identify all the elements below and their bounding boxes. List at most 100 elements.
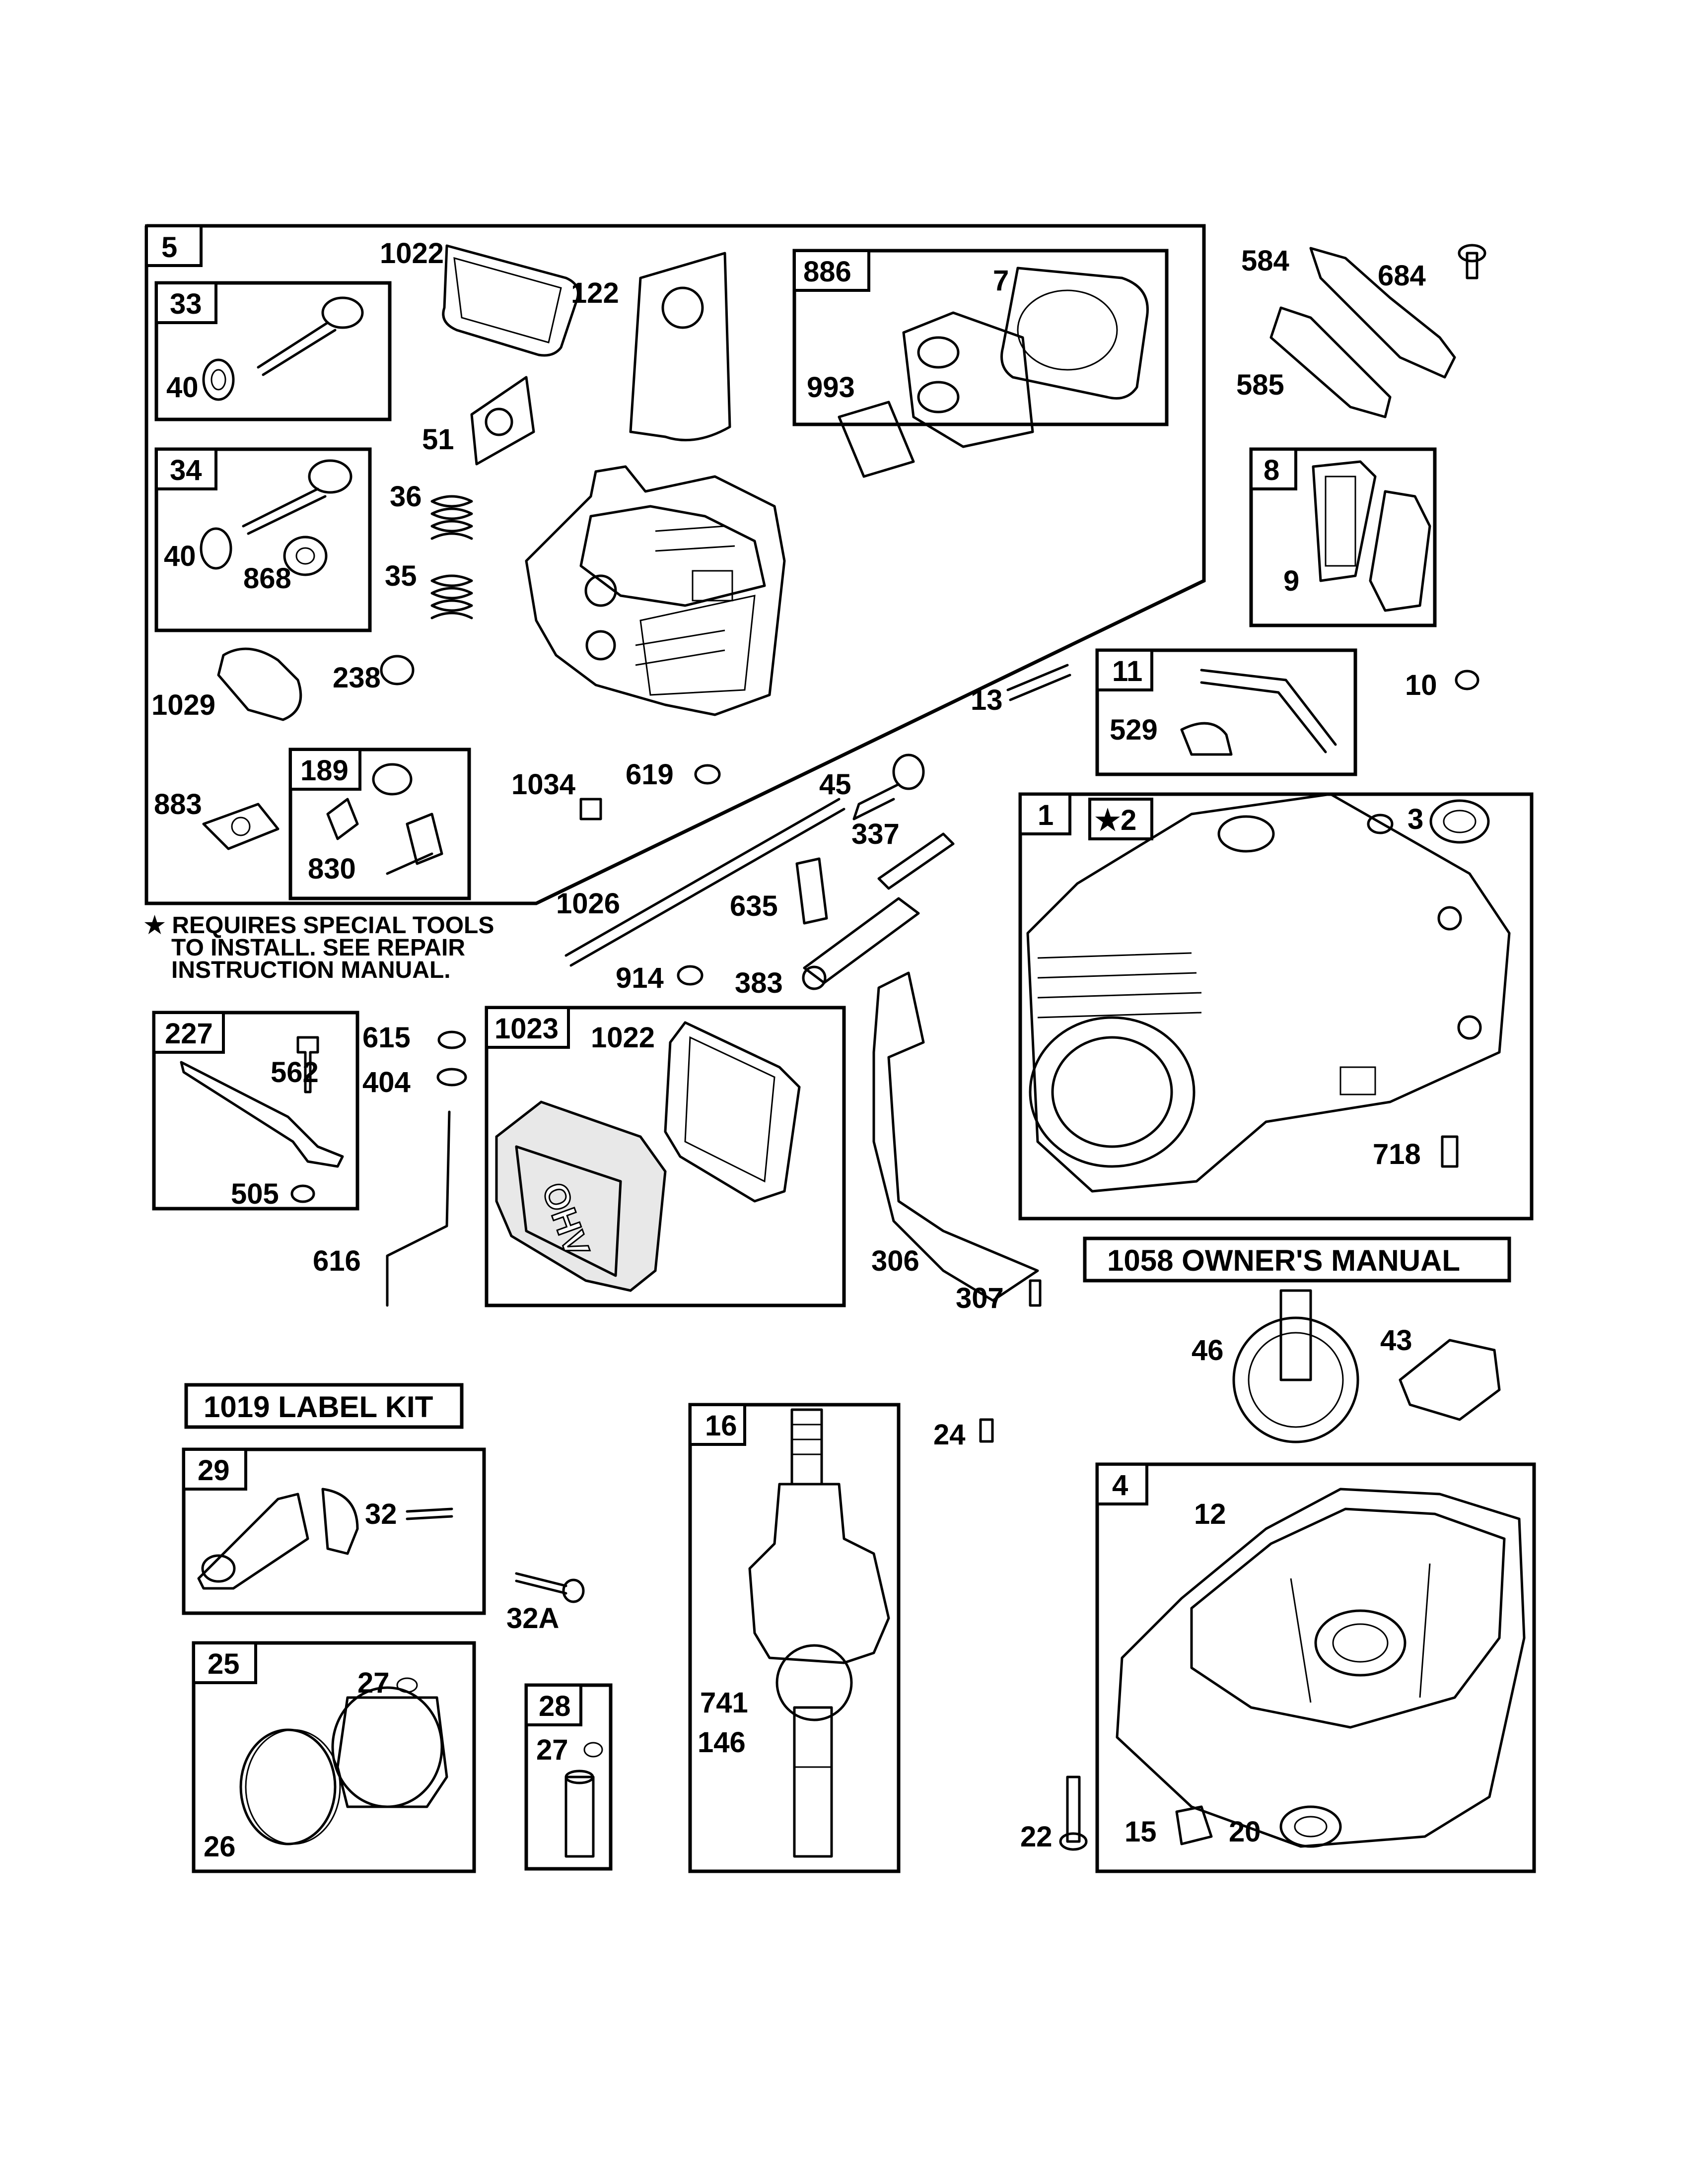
spark-plug-337: [877, 832, 955, 890]
part-label-15: 15: [1125, 1816, 1157, 1848]
part-label-615: 615: [362, 1022, 411, 1054]
part-label-562: 562: [271, 1056, 319, 1089]
pin-718: [1441, 1135, 1459, 1168]
push-rod-1026: [564, 798, 845, 967]
plug-238: [380, 655, 415, 685]
part-label-684: 684: [1378, 260, 1426, 292]
part-label-51: 51: [422, 423, 454, 456]
screw-619: [694, 764, 721, 785]
box-label-29: 29: [198, 1454, 230, 1487]
label-kit-label: 1019 LABEL KIT: [204, 1390, 433, 1424]
group-29-connecting-rod: 29: [182, 1447, 486, 1615]
box-label-16: 16: [705, 1410, 737, 1442]
part-label-529: 529: [1110, 714, 1158, 746]
key-24: [979, 1418, 994, 1443]
group-1-cylinder-block: 1 ★2: [1018, 792, 1534, 1221]
part-label-307: 307: [956, 1282, 1004, 1314]
part-label-993: 993: [807, 371, 855, 404]
group-4-sump: 4: [1095, 1462, 1536, 1873]
note-line-2: TO INSTALL. SEE REPAIR: [171, 935, 465, 961]
cylinder-block: [1026, 793, 1511, 1193]
part-label-26: 26: [204, 1831, 236, 1863]
valve-cover: OHV: [495, 1100, 667, 1292]
part-label-122: 122: [571, 277, 619, 309]
fitting-635: [795, 857, 828, 925]
part-label-27: 27: [357, 1667, 390, 1699]
part-label-46: 46: [1192, 1334, 1224, 1366]
group-5-cylinder-head: 5 33 40 34 40 868 1022: [144, 224, 1206, 905]
box-label-star-2: ★2: [1095, 804, 1136, 836]
part-label-741: 741: [700, 1687, 748, 1719]
part-label-146: 146: [698, 1726, 746, 1759]
box-label-886: 886: [803, 256, 851, 288]
box-label-189: 189: [300, 754, 349, 787]
part-label-7: 7: [993, 265, 1009, 297]
part-label-868: 868: [243, 562, 291, 595]
governor-43: [1399, 1339, 1501, 1421]
cylinder-head: [525, 465, 786, 716]
valve-keeper-2: [200, 527, 232, 570]
box-label-8: 8: [1264, 454, 1279, 486]
label-kit-callout: 1019 LABEL KIT: [184, 1383, 464, 1429]
part-label-27: 27: [536, 1734, 568, 1766]
screw-914: [677, 965, 703, 986]
group-8-breather: 8: [1249, 447, 1437, 627]
crankshaft: [748, 1408, 890, 1858]
box-label-227: 227: [165, 1018, 213, 1050]
seal-20: [1279, 1805, 1342, 1848]
cam-gear-46: [1232, 1289, 1359, 1443]
part-label-32: 32: [365, 1498, 397, 1530]
part-label-1029: 1029: [151, 689, 215, 721]
part-label-1034: 1034: [511, 768, 575, 801]
group-16-crankshaft: 16: [688, 1403, 901, 1873]
gasket-1022-b: [664, 1021, 801, 1203]
part-label-13: 13: [971, 684, 1003, 716]
part-label-1022: 1022: [380, 237, 444, 270]
group-25-piston: 25: [192, 1641, 476, 1873]
part-label-36: 36: [390, 480, 422, 513]
oil-seal-3: [1429, 799, 1490, 844]
valve-keeper: [202, 358, 235, 401]
part-label-1026: 1026: [556, 887, 620, 920]
gasket-883: [202, 803, 280, 850]
owners-manual-label: 1058 OWNER'S MANUAL: [1107, 1244, 1460, 1277]
air-guide-306: [872, 971, 1039, 1302]
part-label-337: 337: [851, 818, 900, 850]
part-label-12: 12: [1194, 1498, 1226, 1530]
part-label-45: 45: [819, 768, 851, 801]
washer-404: [436, 1068, 467, 1087]
part-label-238: 238: [333, 662, 381, 694]
part-label-35: 35: [385, 560, 417, 592]
bolt-13: [1006, 664, 1071, 701]
screw-32: [406, 1507, 453, 1520]
part-label-914: 914: [616, 962, 664, 994]
part-label-383: 383: [735, 967, 783, 999]
part-label-32a: 32A: [506, 1602, 559, 1635]
intake-gasket: [629, 252, 731, 442]
valve-spring-35: [430, 574, 473, 619]
clip-1034: [579, 798, 602, 820]
valve-rotator: [283, 536, 328, 576]
rocker-shaft-383: [802, 897, 920, 990]
box-label-1023: 1023: [494, 1013, 559, 1045]
part-label-306: 306: [871, 1245, 919, 1277]
bolt-22: [1066, 1775, 1081, 1843]
box-label-28: 28: [539, 1690, 571, 1722]
box-label-33: 33: [170, 288, 202, 320]
valve-cover-gasket: [442, 244, 579, 357]
fitting-189: [326, 763, 443, 875]
part-label-616: 616: [313, 1245, 361, 1277]
breather-gaskets: [1269, 244, 1486, 418]
part-label-40: 40: [166, 371, 199, 404]
intake-valve: [257, 296, 364, 376]
special-tools-note: ★ REQUIRES SPECIAL TOOLS TO INSTALL. SEE…: [144, 912, 494, 983]
box-label-11: 11: [1112, 655, 1142, 687]
screw-10: [1455, 670, 1479, 690]
part-label-22: 22: [1020, 1821, 1053, 1853]
group-11-breather-tube: 11: [1095, 648, 1357, 776]
screw-32a: [515, 1572, 567, 1595]
exhaust-gasket: [470, 376, 535, 466]
part-label-883: 883: [154, 788, 202, 820]
